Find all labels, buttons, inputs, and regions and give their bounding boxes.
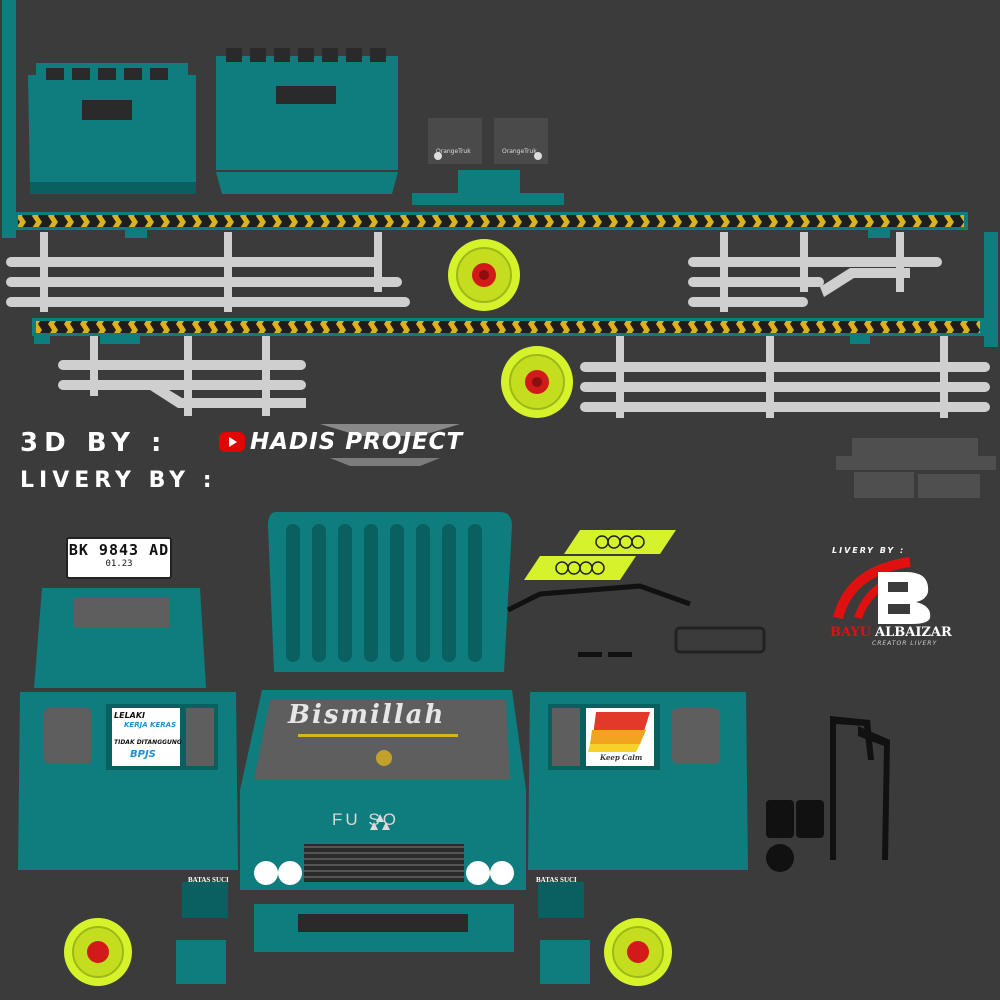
livery-name-red: BAYU — [830, 625, 872, 640]
livery-logo-top: LIVERY BY : — [832, 546, 906, 555]
livery-logo-mark — [833, 557, 931, 624]
door-sticker-line-4: BPJS — [130, 749, 156, 760]
door-sticker-line-2: KERJA KERAS — [124, 721, 177, 729]
cab-back — [34, 588, 206, 688]
front-bumper — [176, 904, 590, 984]
hazard-stripe-bottom — [36, 321, 980, 333]
windshield-text: Bismillah — [288, 700, 446, 730]
plate-number: BK 9843 AD — [68, 541, 170, 559]
side-strip — [2, 0, 16, 238]
mudflap-left — [428, 118, 482, 164]
door-sticker-right-text: Keep Calm — [600, 753, 643, 762]
handle-part — [578, 652, 602, 657]
model-credit-label: 3D BY : — [20, 428, 168, 458]
cab-left-side — [18, 692, 238, 918]
cab-roof — [268, 512, 512, 672]
side-guard-left-2 — [58, 336, 306, 416]
door-sticker-line-3: TIDAK DITANGGUNG — [114, 739, 182, 746]
visor-sticker-1 — [564, 530, 676, 554]
side-guard-right-1 — [688, 232, 942, 312]
hazard-stripe-top — [18, 215, 964, 227]
shadow-blocks — [836, 438, 996, 498]
mudflap-brand-right: OrangeTruk — [502, 148, 537, 155]
door-text-left: BATAS SUCI — [188, 876, 229, 884]
mudflap-right — [494, 118, 548, 164]
side-strip-right — [984, 232, 998, 347]
brand-badge: FU SO — [332, 810, 399, 829]
wheel-front-left — [64, 918, 132, 986]
license-plate: BK 9843 AD 01.23 — [66, 537, 172, 579]
livery-credit-label: LIVERY BY : — [20, 468, 217, 493]
livery-logo-subtitle: CREATOR LIVERY — [872, 640, 938, 647]
side-guard-right-2 — [580, 336, 990, 418]
plate-expiry: 01.23 — [105, 559, 133, 569]
wheel-2 — [501, 346, 573, 418]
rear-bumper — [412, 193, 564, 205]
hadis-logo-mark — [320, 424, 460, 436]
cargo-panel-right — [216, 48, 398, 194]
cab-front — [240, 690, 526, 890]
wiper-arm — [506, 583, 691, 613]
wheel-1 — [448, 239, 520, 311]
rear-bumper-block — [458, 170, 520, 196]
mudflap-brand-left: OrangeTruk — [436, 148, 471, 155]
cargo-panel-left — [28, 63, 196, 194]
youtube-play-icon — [219, 432, 245, 452]
side-guard-left-1 — [6, 232, 410, 312]
model-author: HADIS PROJECT — [250, 429, 464, 455]
rear-window-frame — [674, 626, 766, 654]
door-sticker-line-1: LELAKI — [114, 711, 146, 720]
wheel-front-right — [604, 918, 672, 986]
livery-name-white: ALBAIZAR — [875, 625, 952, 640]
mirror-parts — [766, 716, 890, 872]
visor-sticker-2 — [524, 556, 636, 580]
door-text-right: BATAS SUCI — [536, 876, 577, 884]
door-sticker-right — [588, 712, 650, 752]
